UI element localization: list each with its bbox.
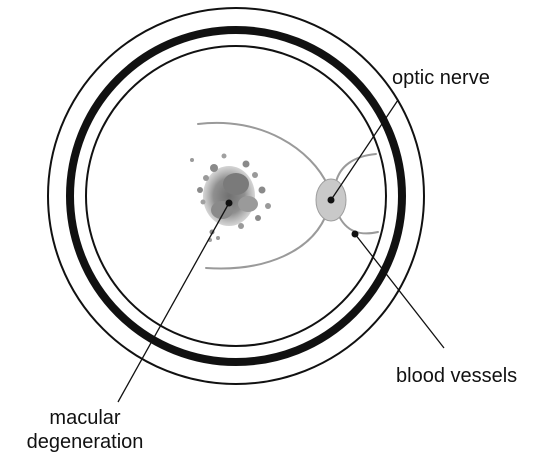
blood-vessels-label: blood vessels: [396, 365, 517, 387]
optic-nerve-label: optic nerve: [392, 67, 490, 89]
macular-pointer-dot: [226, 200, 233, 207]
macular-label-line2: degeneration: [27, 431, 144, 453]
blood-vessels-pointer-dot: [352, 231, 359, 238]
macular-degeneration-spot: [190, 154, 271, 243]
optic-nerve-pointer-dot: [328, 197, 335, 204]
macular-label-line1: macular: [49, 407, 120, 429]
